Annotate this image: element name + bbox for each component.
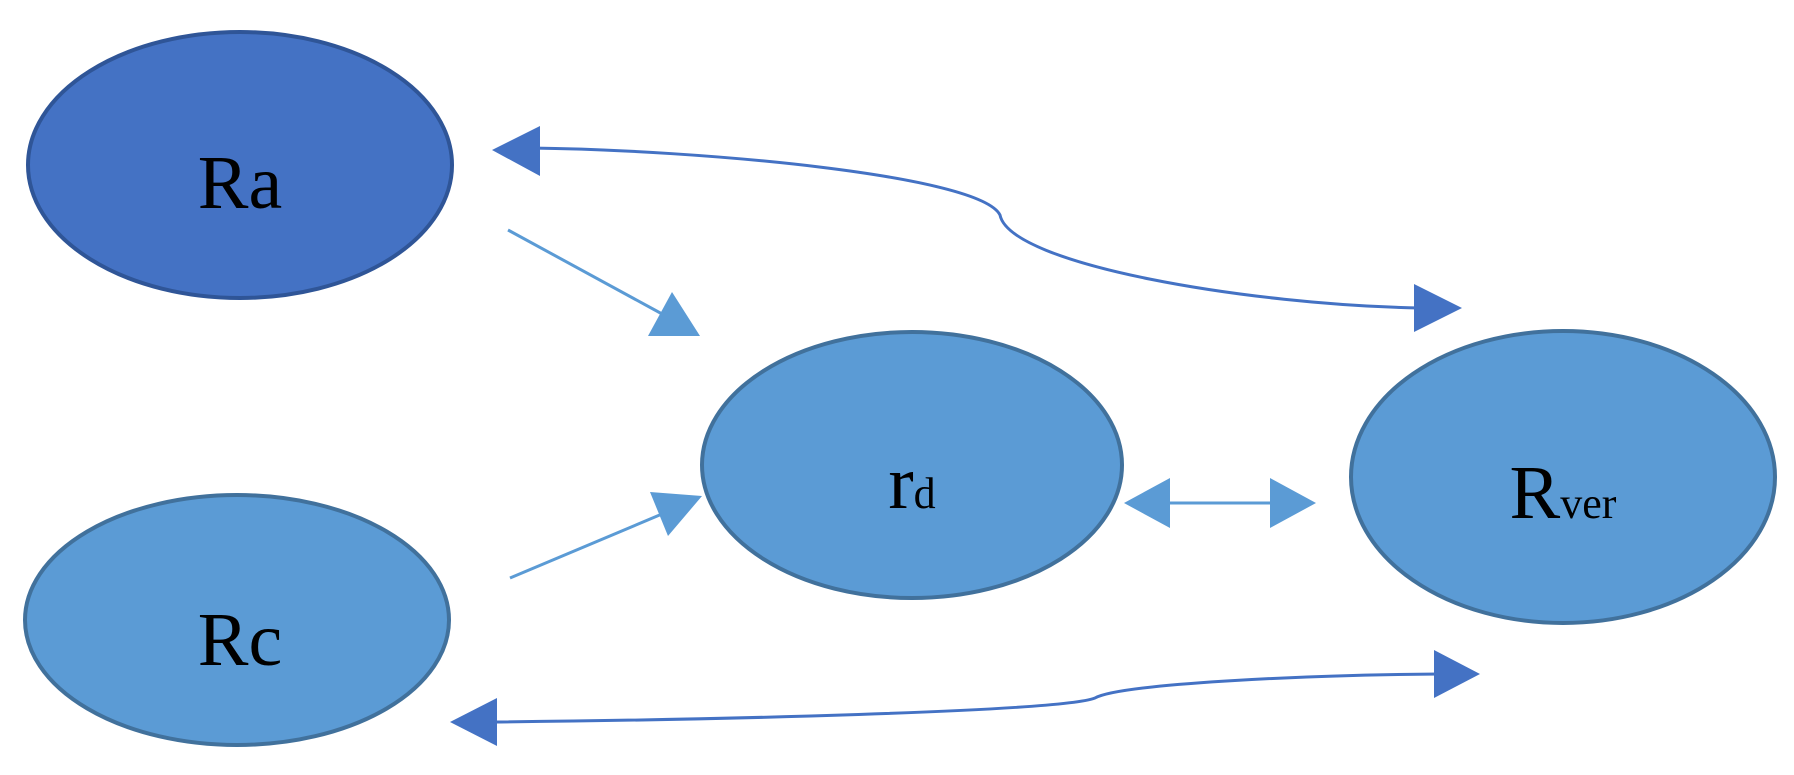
svg-text:Rver: Rver <box>1510 451 1617 535</box>
arrowhead-rd-from-rc <box>650 492 702 536</box>
arrowhead-rd-from-ra <box>648 292 700 336</box>
arrowhead-rver-bottom <box>1434 650 1480 698</box>
node-ra-label: Ra <box>198 141 282 225</box>
node-rd-shape <box>700 330 1124 600</box>
arrowhead-ra <box>492 126 540 176</box>
edge-ra-rver <box>529 146 1421 310</box>
node-rver: Rver <box>1349 329 1777 625</box>
edge-ra-rd <box>507 228 665 317</box>
node-rc: Rc <box>23 493 451 747</box>
node-rc-shape <box>23 493 451 747</box>
svg-text:rd: rd <box>888 441 935 525</box>
node-rd: rd <box>700 330 1124 600</box>
arrowhead-rver-top <box>1414 284 1462 332</box>
node-rver-label-main: R <box>1510 451 1561 535</box>
node-rd-label-sub: d <box>914 469 936 518</box>
arrowhead-rd <box>1124 478 1170 528</box>
node-rver-shape <box>1349 329 1777 625</box>
node-rd-label-main: r <box>888 441 913 525</box>
arrowhead-rver-mid <box>1270 478 1316 528</box>
node-ra-shape <box>26 30 454 300</box>
node-rver-label-sub: ver <box>1560 479 1617 528</box>
edges <box>450 126 1480 746</box>
node-ra: Ra <box>26 30 454 300</box>
node-rc-label: Rc <box>198 598 282 682</box>
edge-rc-rver <box>491 672 1441 724</box>
svg-text:Ra: Ra <box>198 141 282 225</box>
arrowhead-rc <box>450 698 497 746</box>
svg-text:Rc: Rc <box>198 598 282 682</box>
edge-rc-rd <box>509 512 663 580</box>
